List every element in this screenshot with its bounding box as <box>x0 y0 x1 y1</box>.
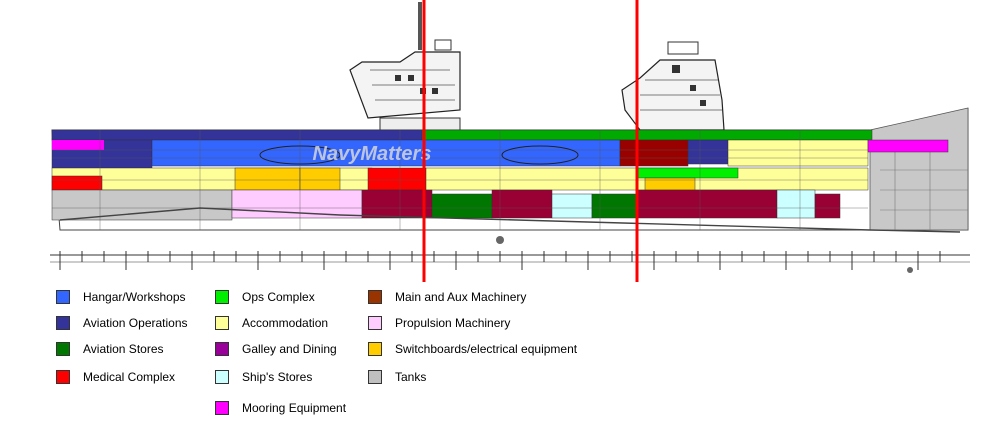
legend-item-propulsion-machinery: Propulsion Machinery <box>368 314 510 332</box>
legend-label: Aviation Operations <box>83 316 188 330</box>
legend-label: Mooring Equipment <box>242 401 347 415</box>
hull-compartments <box>51 129 949 230</box>
legend-swatch <box>215 290 229 304</box>
legend-item-switchboards-electrical: Switchboards/electrical equipment <box>368 340 577 358</box>
legend-item-hangar-workshops: Hangar/Workshops <box>56 288 186 306</box>
legend-label: Propulsion Machinery <box>395 316 511 330</box>
aft-island <box>621 41 725 131</box>
legend-item-medical-complex: Medical Complex <box>56 368 175 386</box>
legend-label: Medical Complex <box>83 370 176 384</box>
legend-swatch <box>368 342 382 356</box>
legend-label: Aviation Stores <box>83 342 164 356</box>
legend-label: Hangar/Workshops <box>83 290 186 304</box>
legend-swatch <box>215 316 229 330</box>
keel-and-appendages <box>59 207 961 273</box>
scale-ruler <box>50 254 970 263</box>
legend-swatch <box>215 342 229 356</box>
legend-label: Ops Complex <box>242 290 315 304</box>
ship-profile-diagram: NavyMatters <box>50 0 970 282</box>
legend-swatch <box>56 370 70 384</box>
legend-swatch <box>368 370 382 384</box>
legend-item-aviation-stores: Aviation Stores <box>56 340 164 358</box>
legend-swatch <box>56 290 70 304</box>
legend-label: Accommodation <box>242 316 329 330</box>
legend-swatch <box>56 316 70 330</box>
legend-item-mooring-equipment: Mooring Equipment <box>215 399 346 417</box>
legend-swatch <box>368 290 382 304</box>
legend-swatch <box>215 370 229 384</box>
legend-label: Tanks <box>395 370 427 384</box>
legend-item-accommodation: Accommodation <box>215 314 328 332</box>
legend-swatch <box>215 401 229 415</box>
legend-item-ships-stores: Ship's Stores <box>215 368 312 386</box>
legend-item-aviation-operations: Aviation Operations <box>56 314 188 332</box>
forward-island <box>349 2 461 131</box>
legend-label: Switchboards/electrical equipment <box>395 342 578 356</box>
watermark-text: NavyMatters <box>313 143 432 165</box>
legend-label: Main and Aux Machinery <box>395 290 527 304</box>
legend-item-tanks: Tanks <box>368 368 426 386</box>
legend-item-main-aux-machinery: Main and Aux Machinery <box>368 288 526 306</box>
legend-item-galley-dining: Galley and Dining <box>215 340 337 358</box>
legend-swatch <box>368 316 382 330</box>
legend-item-ops-complex: Ops Complex <box>215 288 315 306</box>
legend-swatch <box>56 342 70 356</box>
legend-label: Ship's Stores <box>242 370 313 384</box>
legend-label: Galley and Dining <box>242 342 337 356</box>
